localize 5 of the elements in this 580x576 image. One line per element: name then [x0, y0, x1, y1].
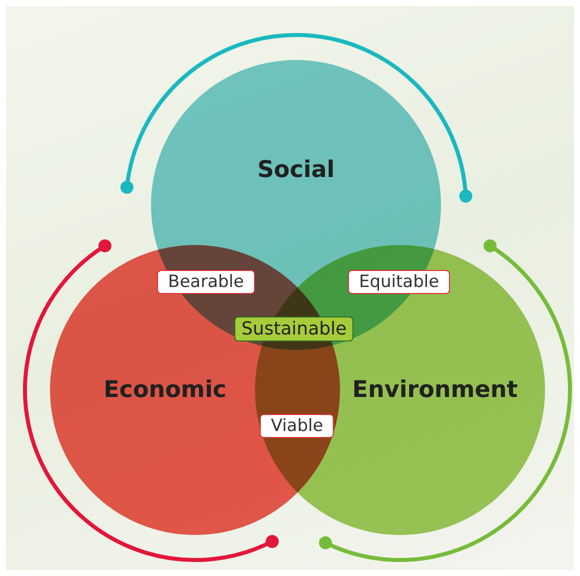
overlap-label: Viable	[260, 414, 334, 438]
overlap-label: Bearable	[157, 270, 255, 294]
circle-title: Social	[257, 157, 335, 183]
circle-title: Environment	[352, 377, 518, 403]
circle-title: Economic	[104, 377, 226, 403]
